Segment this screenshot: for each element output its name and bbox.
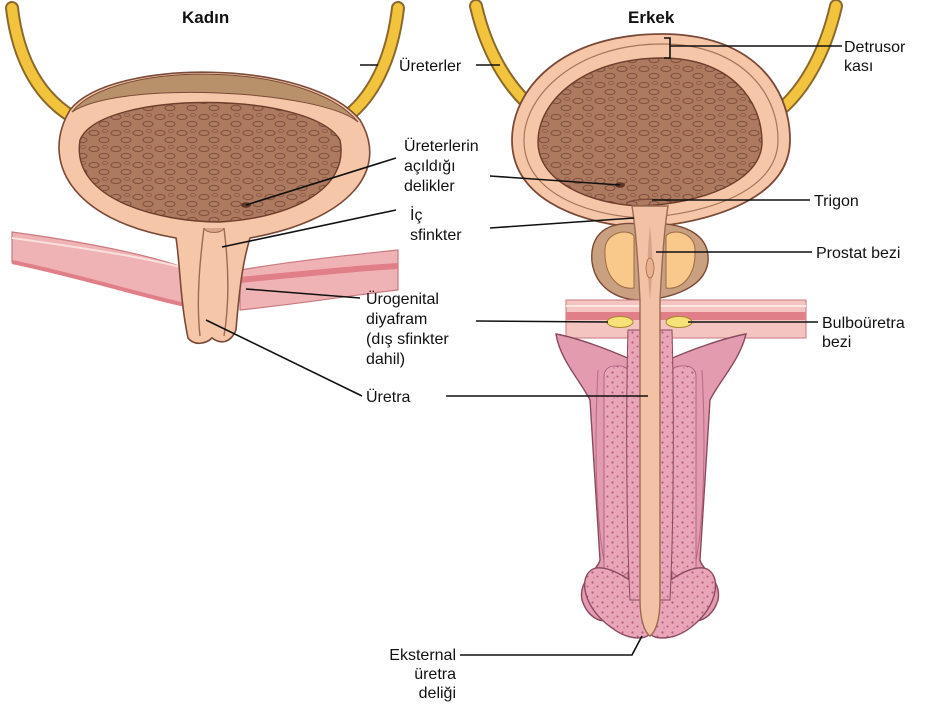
label-bulbourethral-2: bezi [822,334,851,351]
heading-female: Kadın [182,8,229,27]
label-urogenital-4: dahil) [366,351,405,368]
label-external-opening-1: Eksternal [389,647,456,664]
label-urethra: Üretra [366,388,411,406]
label-ureter-openings-2: açıldığı [404,158,456,175]
leader-external-opening [460,636,642,655]
male-spongy-tissue-left [604,366,630,576]
label-internal-sphincter-1: İç [410,205,422,224]
male-spongy-tissue-right [670,366,696,576]
label-external-opening-3: deliği [419,685,456,702]
label-internal-sphincter-2: sfinkter [410,227,462,244]
label-detrusor-1: Detrusor [844,39,906,56]
male-bulbourethral-left [607,317,633,328]
label-prostate: Prostat bezi [816,245,900,262]
label-trigone: Trigon [814,193,859,210]
label-external-opening-2: üretra [414,666,456,683]
label-detrusor-2: kası [844,58,873,75]
label-bulbourethral-1: Bulboüretra [822,315,905,332]
label-ureters: Üreterler [399,57,462,75]
leader-urogenital-male [476,321,608,322]
heading-male: Erkek [628,8,675,27]
label-ureter-openings-3: delikler [404,178,455,195]
label-urogenital-1: Ürogenital [366,290,439,308]
label-ureter-openings-1: Üreterlerin [404,137,479,155]
label-urogenital-2: diyafram [366,311,427,328]
label-urogenital-3: (dış sfinkter [366,331,449,348]
leader-urethra-female [206,320,362,396]
